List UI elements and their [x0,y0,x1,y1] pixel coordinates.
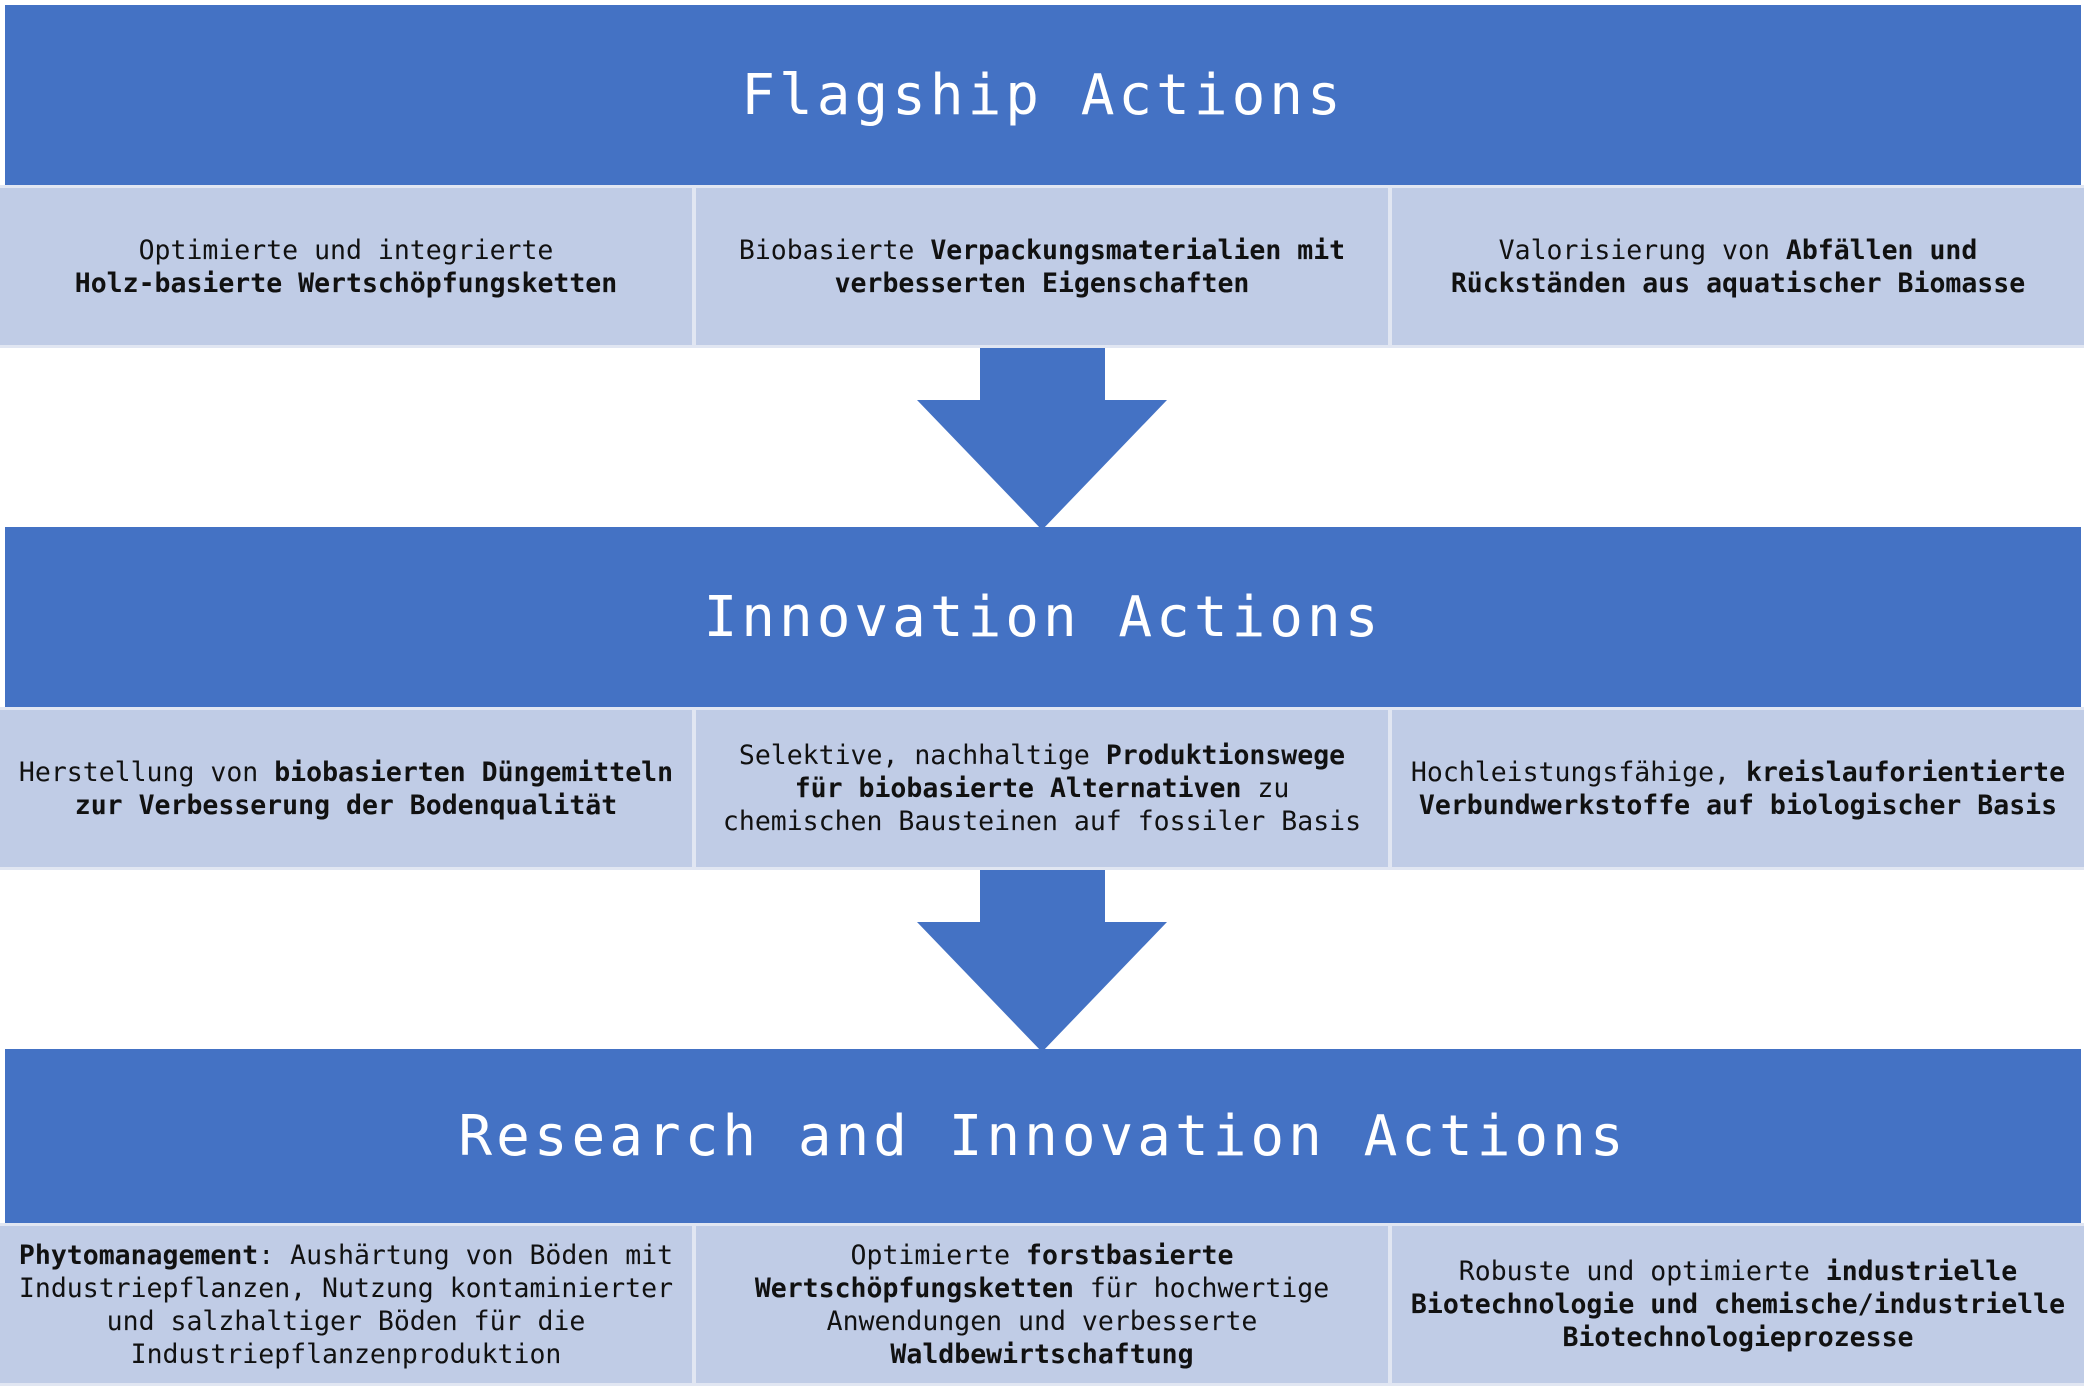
action-text: Biobasierte [738,234,931,266]
action-bold-text: Phytomanagement [18,1239,259,1271]
down-arrow-icon [917,348,1167,530]
innovation-actions-header: Innovation Actions [5,527,2081,707]
section-title: Innovation Actions [703,584,1383,650]
section-title: Flagship Actions [741,62,1345,128]
action-bold-text: Produktionswege für biobasierte Alternat… [794,740,1346,804]
innovation-actions-row: Herstellung von biobasierten Düngemittel… [0,707,2084,870]
research-innovation-actions-header: Research and Innovation Actions [5,1049,2081,1223]
section-title: Research and Innovation Actions [458,1103,1628,1169]
action-text: Selektive, nachhaltige [738,740,1106,771]
action-box: Biobasierte Verpackungsmaterialien mit v… [696,188,1388,345]
action-bold-text: forstbasierte Wertschöpfungsketten [754,1239,1234,1304]
action-box: Phytomanagement: Aushärtung von Böden mi… [0,1226,692,1383]
action-bold-text: kreislauforientierte Verbundwerkstoffe a… [1418,756,2066,821]
research-innovation-actions-row: Phytomanagement: Aushärtung von Böden mi… [0,1223,2084,1386]
action-bold-text: industrielle Biotechnologie und chemisch… [1410,1256,2066,1353]
action-text: Hochleistungsfähige, [1410,756,1746,788]
action-text: Valorisierung von [1498,234,1786,266]
action-bold-text: Holz-basierte Wertschöpfungsketten [74,267,618,299]
action-text: zu chemischen Bausteinen auf fossiler Ba… [722,773,1362,837]
action-bold-text: biobasierten Düngemitteln zur Verbesseru… [74,756,674,821]
action-box: Valorisierung von Abfällen und Rückständ… [1392,188,2084,345]
down-arrow-icon [917,870,1167,1052]
action-box: Robuste und optimierte industrielle Biot… [1392,1226,2084,1383]
action-bold-text: Verpackungsmaterialien mit verbesserten … [834,234,1346,299]
flagship-actions-header: Flagship Actions [5,5,2081,185]
action-bold-text: Waldbewirtschaftung [890,1338,1194,1370]
action-box: Hochleistungsfähige, kreislauforientiert… [1392,710,2084,867]
action-bold-text: Abfällen und Rückständen aus aquatischer… [1450,234,2026,299]
action-box: Herstellung von biobasierten Düngemittel… [0,710,692,867]
action-text: Robuste und optimierte [1458,1256,1826,1287]
action-text: Optimierte und integrierte [138,234,554,266]
action-text: für hochwertige Anwendungen und verbesse… [826,1272,1330,1337]
action-box: Optimierte forstbasierte Wertschöpfungsk… [696,1226,1388,1383]
action-text: : Aushärtung von Böden mit Industriepfla… [18,1239,674,1370]
action-text: Optimierte [850,1239,1027,1271]
action-box: Selektive, nachhaltige Produktionswege f… [696,710,1388,867]
action-text: Herstellung von [18,756,275,788]
